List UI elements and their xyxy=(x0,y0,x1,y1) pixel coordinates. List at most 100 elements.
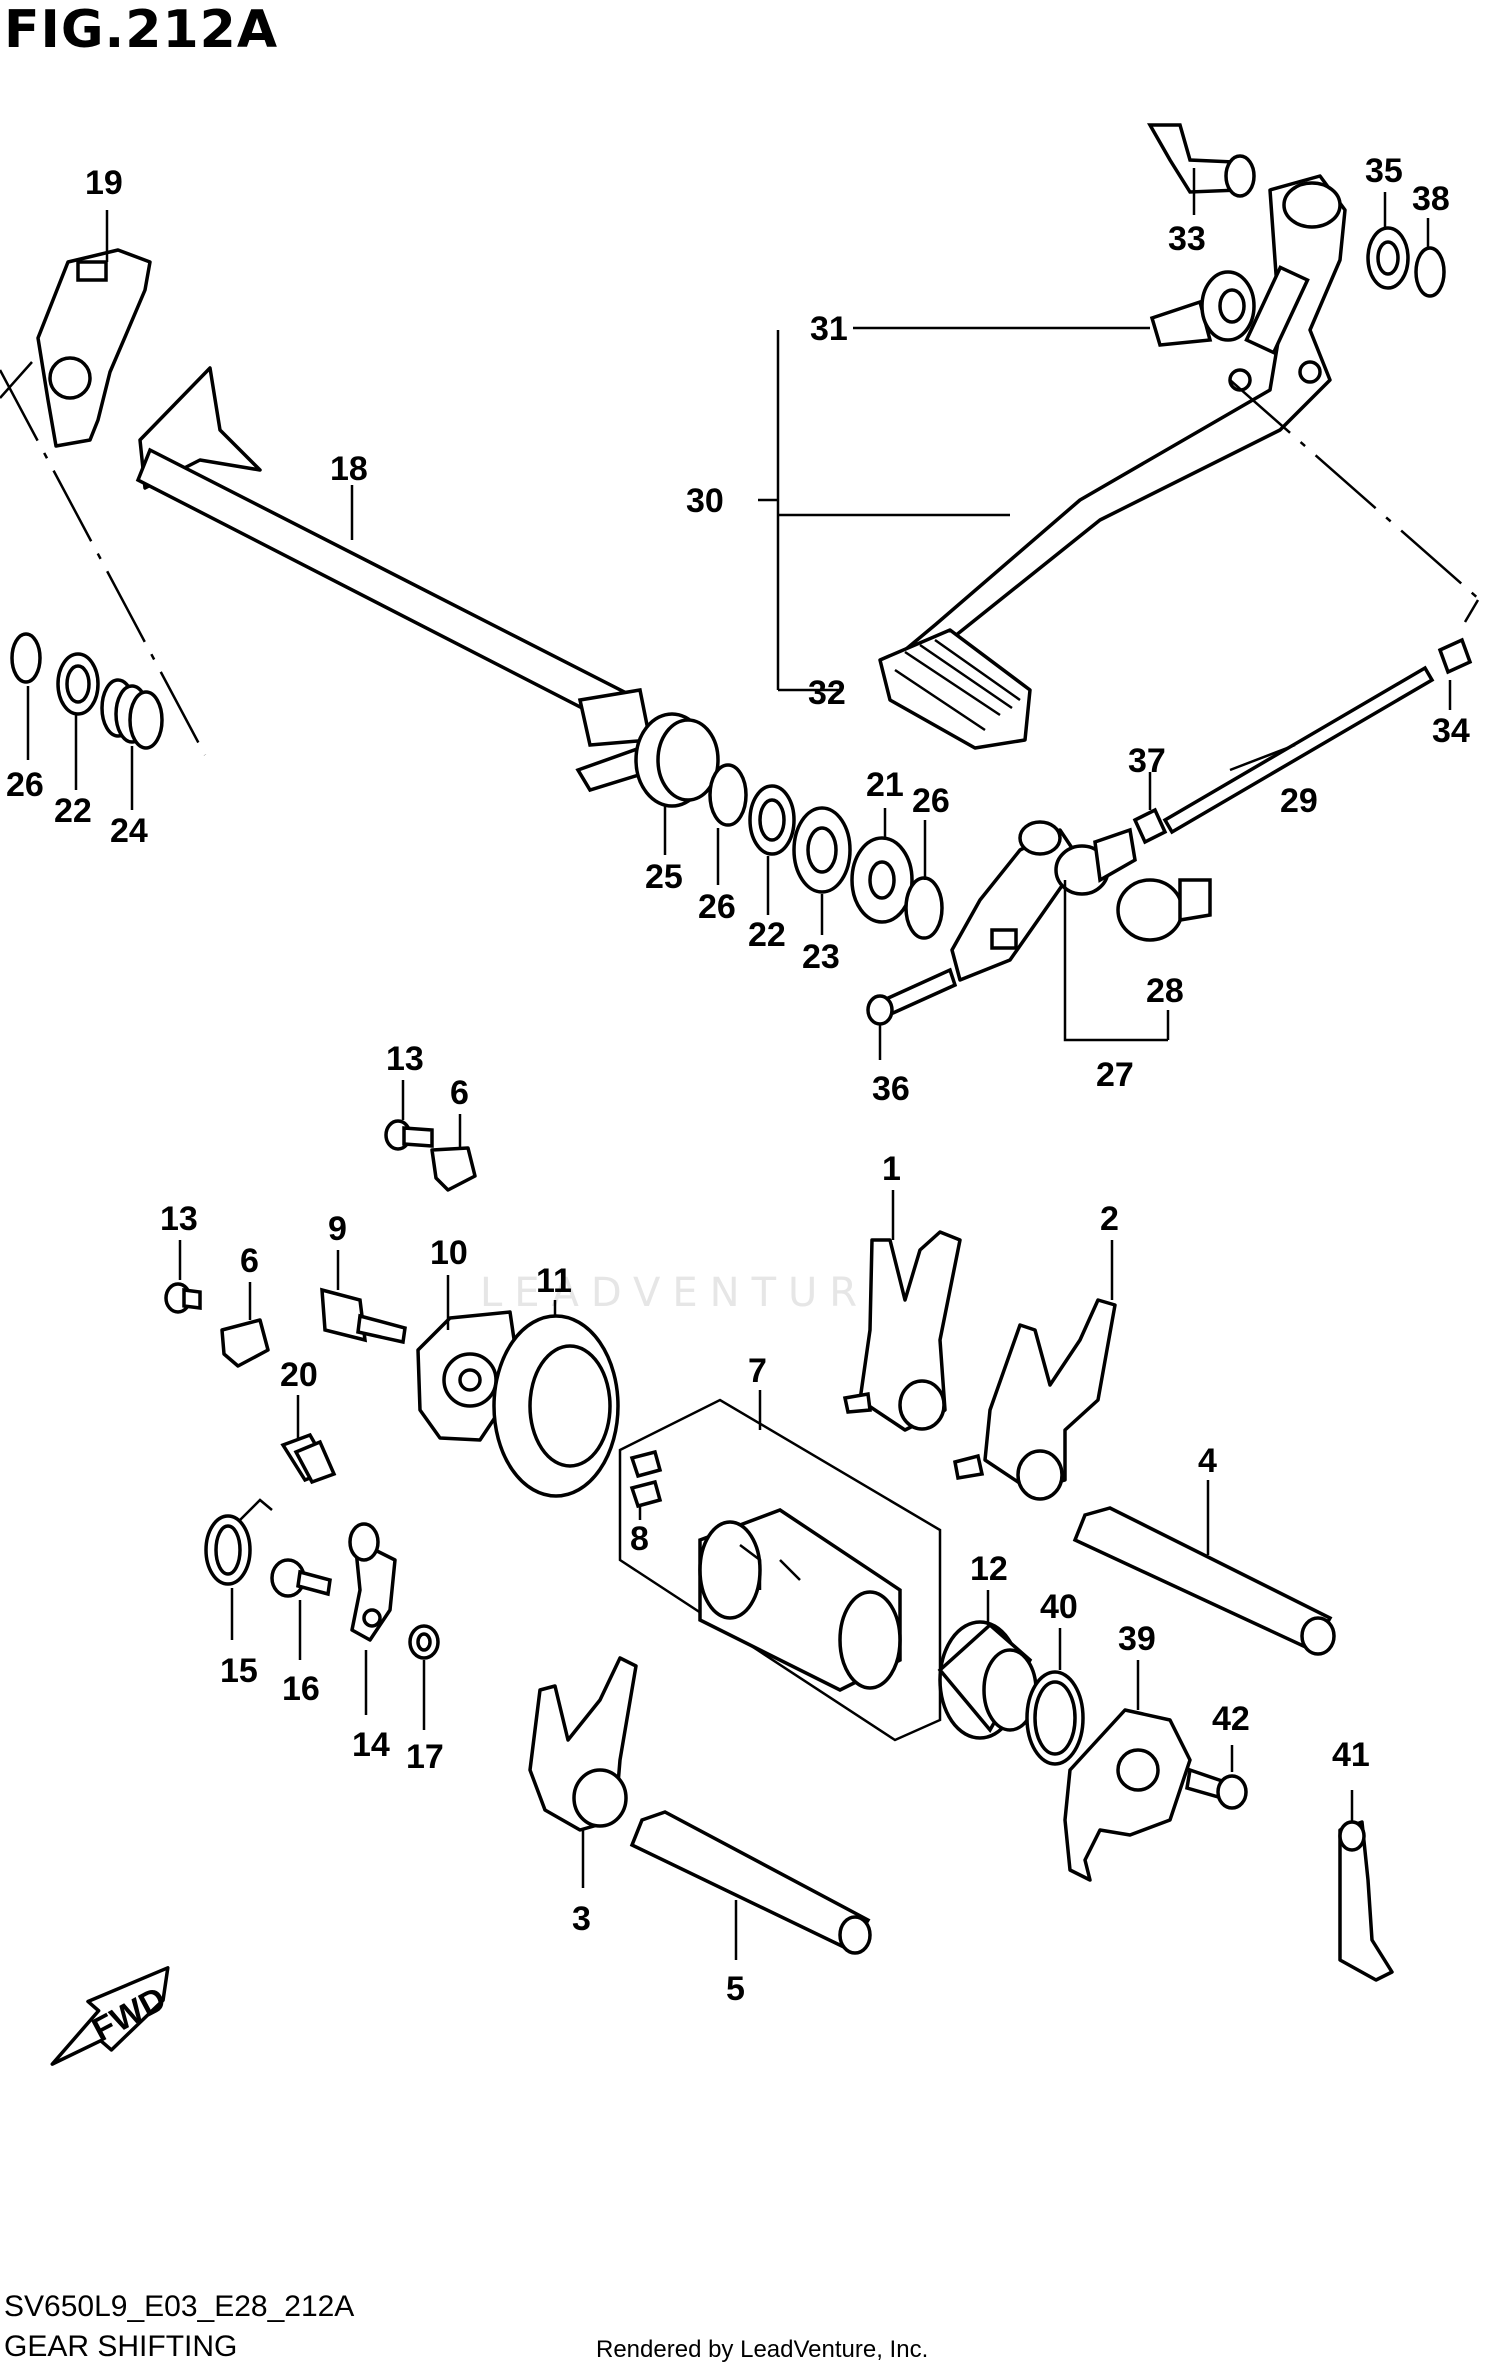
part-13-screw-upper[interactable] xyxy=(384,1119,434,1151)
rendered-by-credit: Rendered by LeadVenture, Inc. xyxy=(596,2336,929,2363)
callout-19: 19 xyxy=(85,164,123,202)
part-37-nut[interactable] xyxy=(1132,807,1168,845)
callout-30: 30 xyxy=(686,482,724,520)
callout-9: 9 xyxy=(328,1210,347,1248)
part-22-washer-mid[interactable] xyxy=(748,784,796,856)
part-34-nut[interactable] xyxy=(1437,637,1473,675)
callout-36: 36 xyxy=(872,1070,910,1108)
callout-labels: 19 18 26 22 24 25 26 22 23 21 26 33 35 3… xyxy=(6,152,1470,2008)
callout-14: 14 xyxy=(352,1726,390,1764)
part-29-rod[interactable] xyxy=(1162,665,1435,835)
part-28-rod-end[interactable] xyxy=(1054,827,1212,942)
callout-38: 38 xyxy=(1412,180,1450,218)
callout-10: 10 xyxy=(430,1234,468,1272)
figure-title: FIG.212A xyxy=(4,0,279,60)
callout-41: 41 xyxy=(1332,1736,1370,1774)
callout-5: 5 xyxy=(726,1970,745,2008)
callout-37: 37 xyxy=(1128,742,1166,780)
part-12-bearing[interactable] xyxy=(937,1620,1038,1740)
part-31-rod-end[interactable] xyxy=(1149,270,1256,347)
callout-2: 2 xyxy=(1100,1200,1119,1238)
assembly-line-left xyxy=(0,369,207,756)
callout-15: 15 xyxy=(220,1652,258,1690)
callout-8: 8 xyxy=(630,1520,649,1558)
callout-6-lower: 6 xyxy=(240,1242,259,1280)
watermark: LEADVENTURE xyxy=(480,1270,907,1316)
callout-26-right: 26 xyxy=(912,782,950,820)
callout-6-upper: 6 xyxy=(450,1074,469,1112)
part-17-washer[interactable] xyxy=(408,1624,440,1660)
part-6-stopper-upper[interactable] xyxy=(430,1146,477,1192)
part-40-o-ring[interactable] xyxy=(1025,1670,1085,1766)
part-42-bolt[interactable] xyxy=(1185,1767,1248,1810)
callout-34: 34 xyxy=(1432,712,1470,750)
callout-20: 20 xyxy=(280,1356,318,1394)
section-title: GEAR SHIFTING xyxy=(4,2330,238,2363)
callout-11: 11 xyxy=(536,1262,572,1300)
part-24-spring-left[interactable] xyxy=(100,678,164,750)
part-8-pins[interactable] xyxy=(629,1449,663,1509)
callout-29: 29 xyxy=(1280,782,1318,820)
part-7-shift-cam[interactable] xyxy=(698,1508,902,1692)
assembly-line-right xyxy=(1229,379,1481,601)
assembly-line-right-2 xyxy=(1463,599,1480,623)
part-26-circlip-left[interactable] xyxy=(10,632,42,684)
callout-26-left: 26 xyxy=(6,766,44,804)
part-33-bolt[interactable] xyxy=(1146,123,1256,198)
part-1-shift-fork[interactable] xyxy=(842,1230,962,1432)
part-26-circlip-right[interactable] xyxy=(904,876,944,940)
part-23-oil-seal[interactable] xyxy=(792,806,852,894)
part-4-shaft[interactable] xyxy=(1072,1506,1336,1656)
callout-23: 23 xyxy=(802,938,840,976)
callout-39: 39 xyxy=(1118,1620,1156,1658)
part-18-shift-shaft[interactable] xyxy=(135,366,653,747)
assembly-box-7 xyxy=(618,1398,942,1742)
callout-22-mid: 22 xyxy=(748,916,786,954)
callout-32: 32 xyxy=(808,674,846,712)
part-13-screw-lower[interactable] xyxy=(164,1282,202,1314)
part-35-washer[interactable] xyxy=(1366,226,1410,290)
callout-13-upper: 13 xyxy=(386,1040,424,1078)
part-36-bolt[interactable] xyxy=(866,967,958,1026)
callout-27: 27 xyxy=(1096,1056,1134,1094)
part-11-bearing[interactable] xyxy=(492,1314,620,1498)
part-41-clamp[interactable] xyxy=(1338,1820,1394,1982)
callout-18: 18 xyxy=(330,450,368,488)
part-25-return-spring[interactable] xyxy=(575,712,720,808)
callout-33: 33 xyxy=(1168,220,1206,258)
callout-16: 16 xyxy=(282,1670,320,1708)
leader-lines xyxy=(26,168,1452,1960)
callout-40: 40 xyxy=(1040,1588,1078,1626)
callout-1: 1 xyxy=(882,1150,901,1188)
part-3-shift-fork[interactable] xyxy=(528,1656,638,1832)
part-14-stopper-arm[interactable] xyxy=(348,1522,397,1642)
part-26-circlip-mid[interactable] xyxy=(708,763,748,827)
part-16-bolt[interactable] xyxy=(270,1558,332,1598)
part-21-washer[interactable] xyxy=(850,836,914,924)
callout-35: 35 xyxy=(1365,152,1403,190)
part-22-washer-left[interactable] xyxy=(56,652,100,716)
part-19-shift-plate[interactable] xyxy=(36,248,152,448)
part-15-spring[interactable] xyxy=(204,1498,273,1586)
part-20-bolt[interactable] xyxy=(280,1432,337,1485)
callout-4: 4 xyxy=(1198,1442,1217,1480)
callout-42: 42 xyxy=(1212,1700,1250,1738)
part-39-sensor[interactable] xyxy=(1063,1708,1192,1882)
part-27-linkage-arm[interactable] xyxy=(950,820,1082,982)
callout-24: 24 xyxy=(110,812,148,850)
part-6-stopper-lower[interactable] xyxy=(220,1318,270,1368)
part-5-shaft[interactable] xyxy=(629,1810,872,1955)
callout-17: 17 xyxy=(406,1738,444,1776)
part-32-foot-peg[interactable] xyxy=(878,628,1032,750)
callout-22-left: 22 xyxy=(54,792,92,830)
callout-12: 12 xyxy=(970,1550,1008,1588)
callout-31: 31 xyxy=(810,310,848,348)
part-9-pin[interactable] xyxy=(320,1287,407,1345)
model-code: SV650L9_E03_E28_212A xyxy=(4,2290,355,2323)
callout-21: 21 xyxy=(866,766,904,804)
callout-13-lower: 13 xyxy=(160,1200,198,1238)
part-38-circlip[interactable] xyxy=(1414,246,1446,298)
part-2-shift-fork[interactable] xyxy=(952,1298,1117,1501)
assembly-line-left-2 xyxy=(0,361,33,399)
